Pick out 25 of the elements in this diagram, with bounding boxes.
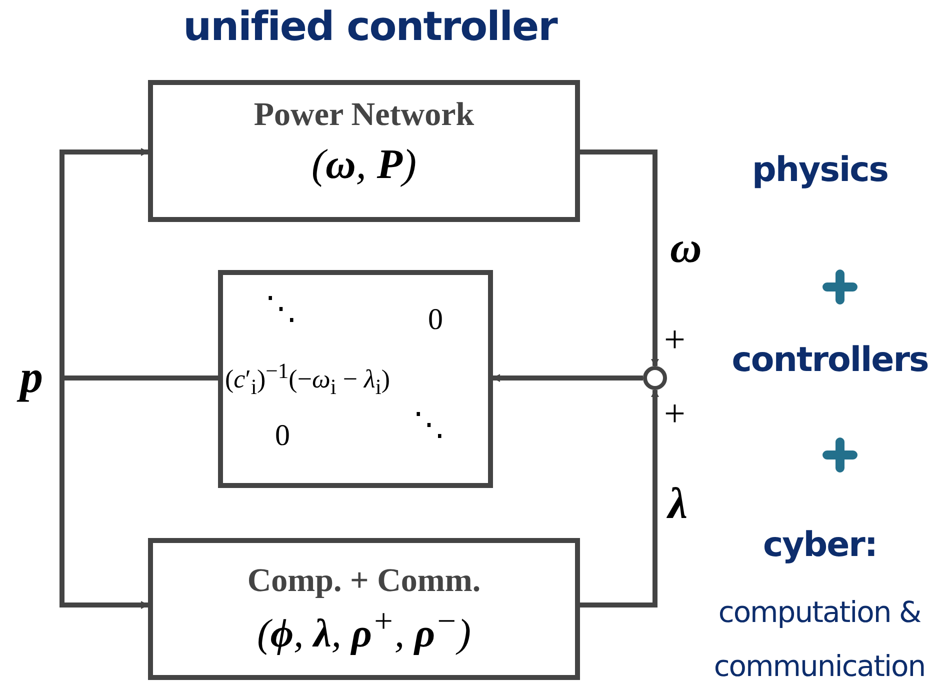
signal-label: ω [670,222,702,273]
formula: (c′$_{i}$)$^{−1}$(−ω$_{i}$ − λ$_{i}$) [225,359,390,400]
dots: ⋱ [413,405,445,443]
matrix-box [218,270,493,488]
node-title: Power Network [252,97,476,134]
heading: cyber: [762,525,878,565]
dots: ⋱ [265,289,297,327]
arrow [580,389,659,608]
node-title: Comp. + Comm. [246,563,482,600]
arrow [492,374,643,382]
block-box [148,80,580,222]
heading: controllers [730,340,930,380]
block-box [148,538,580,680]
arrow [580,150,659,367]
subtext: computation & communication [712,594,926,681]
plus-sign: + [664,392,686,436]
signal-label: λ [668,478,688,529]
summing-junction [643,366,667,390]
plus-sign: + [664,318,686,362]
matrix-entry: 0 [275,419,290,453]
diagram-title: unified controller [182,4,559,50]
heading: physics [751,150,889,190]
formula: (ω, P) [310,141,418,189]
formula: (ϕ, λ, ρ$^{+}$, ρ$^{−}$) [256,603,472,656]
matrix-entry: 0 [428,303,443,337]
